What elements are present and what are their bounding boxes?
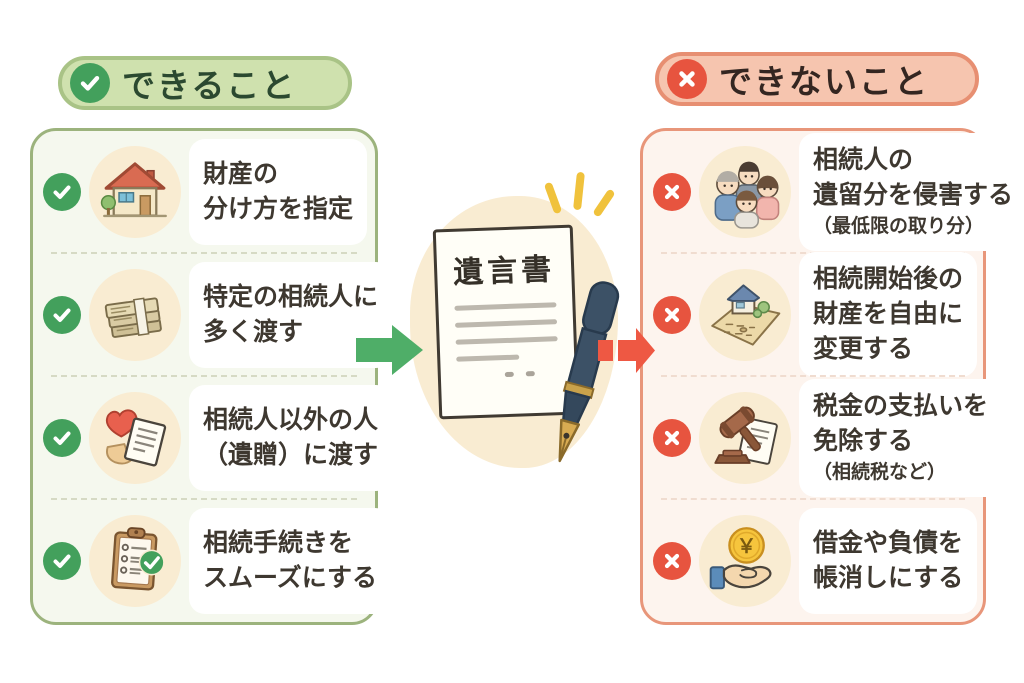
divider [661,375,965,377]
list-item-give-more: 特定の相続人に 多く渡す [33,254,393,375]
money-stack-icon [89,268,181,361]
check-icon [43,172,81,211]
can-do-panel: 財産の 分け方を指定 [30,128,393,625]
item-text-card: 相続人の 遺留分を侵害する （最低限の取り分） [799,132,1024,251]
divider [51,375,357,377]
check-icon [43,541,81,580]
family-icon [699,145,791,238]
divider [51,252,357,254]
list-item-change-property: 相続開始後の 財産を自由に 変更する [643,252,983,377]
hand-coin-icon: ￥ [699,514,791,607]
list-item-divide-property: 財産の 分け方を指定 [33,131,375,252]
list-item-tax-exemption: 税金の支払いを 免除する （相続税など） [643,377,1003,498]
fountain-pen-icon [538,274,628,489]
item-text-card: 相続開始後の 財産を自由に 変更する [799,252,978,377]
cross-icon [667,59,707,99]
arrow-out-of-will-icon [598,327,656,379]
cannot-do-panel: 相続人の 遺留分を侵害する （最低限の取り分） [640,128,1024,625]
cross-icon [653,541,691,580]
item-text-card: 借金や負債を 帳消しにする [799,507,978,614]
item-text-card: 相続手続きを スムーズにする [189,507,392,614]
item-text-card: 相続人以外の人 （遺贈）に渡す [189,384,393,491]
sparkle-icon [592,188,616,218]
item-text-card: 税金の支払いを 免除する （相続税など） [799,378,1003,497]
check-icon [43,295,81,334]
sparkle-icon [573,171,585,211]
list-item-bequest: 相続人以外の人 （遺贈）に渡す [33,377,393,498]
land-house-icon [699,268,791,361]
house-icon [89,145,181,238]
list-item-cancel-debt: ￥ 借金や負債を 帳消しにする [643,500,983,621]
can-do-title: できること [122,67,297,104]
cross-icon [653,172,691,211]
divider [51,498,357,500]
item-text-card: 特定の相続人に 多く渡す [189,261,393,368]
divider [661,498,965,500]
clipboard-check-icon [89,514,181,607]
gavel-icon [699,391,791,484]
yen-symbol: ￥ [737,535,757,557]
check-icon [43,418,81,457]
cannot-do-header: できないこと [655,52,979,106]
cross-icon [653,418,691,457]
cannot-do-title: できないこと [719,63,929,100]
item-text-card: 財産の 分け方を指定 [189,138,368,245]
cross-icon [653,295,691,334]
list-item-smooth-procedure: 相続手続きを スムーズにする [33,500,392,621]
list-item-legitime: 相続人の 遺留分を侵害する （最低限の取り分） [643,131,1024,252]
arrow-into-will-icon [356,324,424,381]
check-icon [70,63,110,103]
heart-document-icon [89,391,181,484]
can-do-header: できること [58,56,352,110]
